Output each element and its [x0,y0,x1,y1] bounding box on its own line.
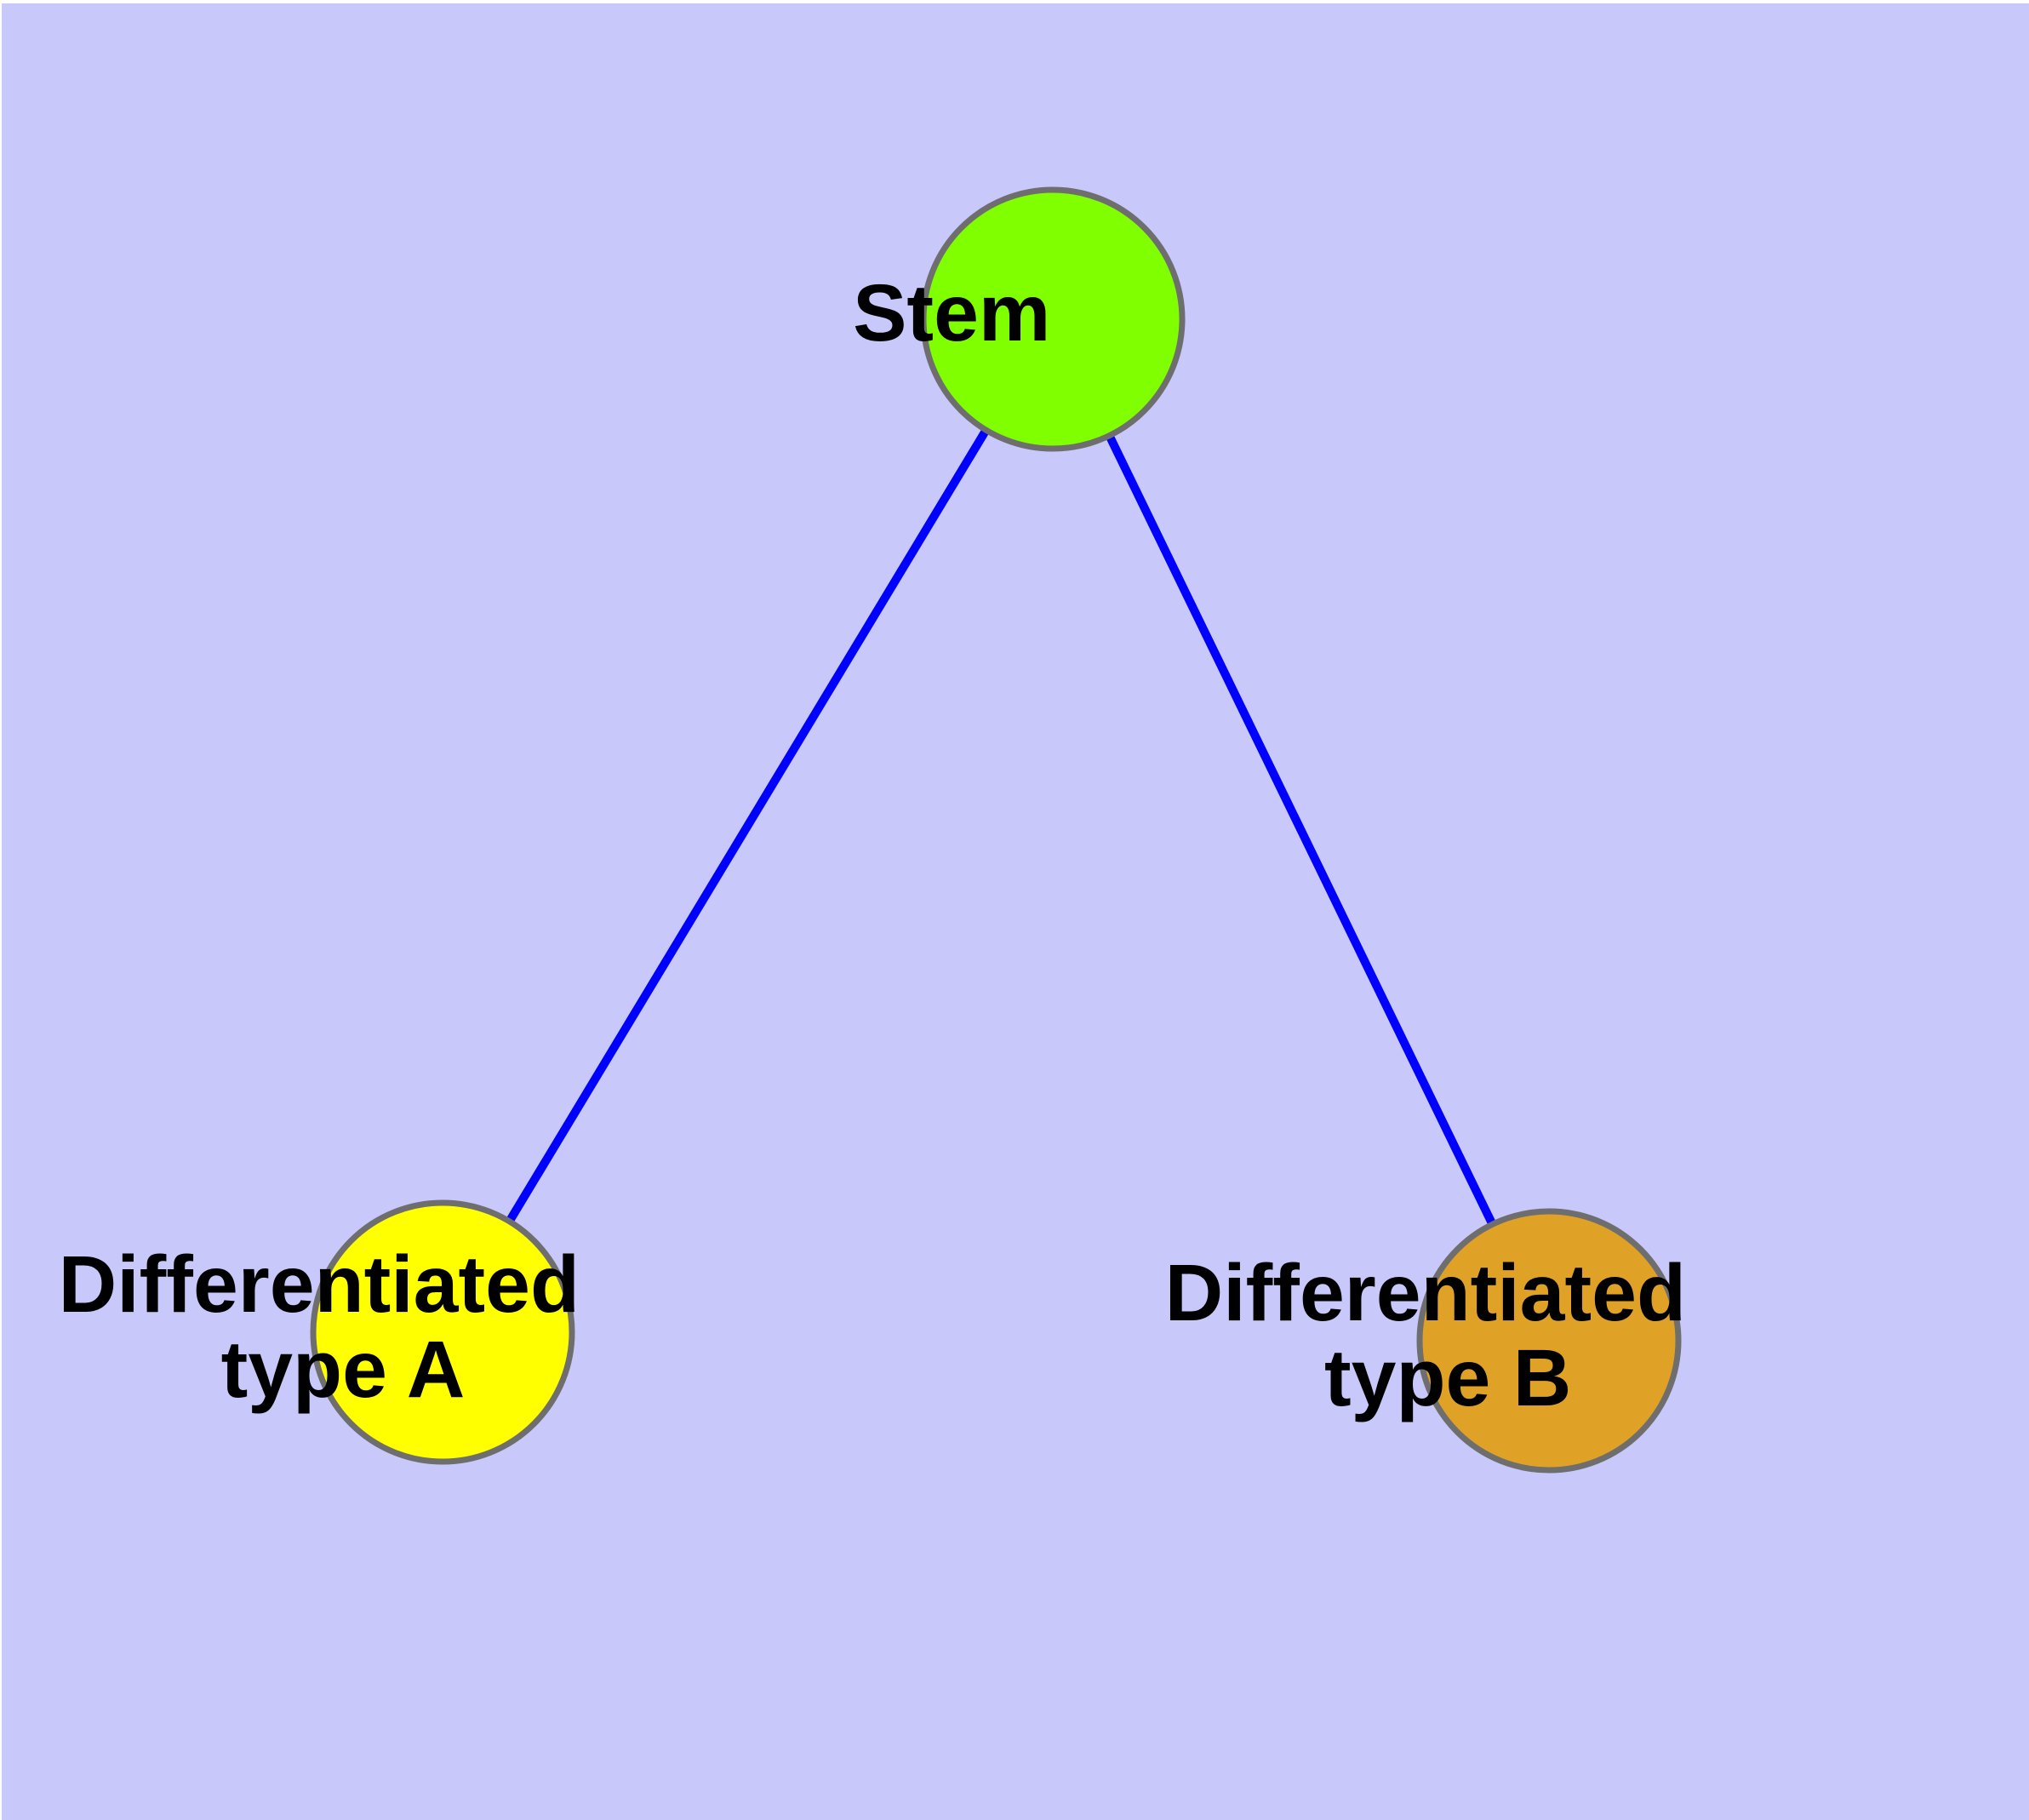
edges-layer [438,317,1553,1343]
node-stem-circle[interactable] [920,186,1186,452]
node-stem[interactable]: Stem [853,186,1253,452]
node-differentiated-type-b-label: Differentiated type B [1165,1248,1934,1423]
edge-stem-to-differentiated-type-a[interactable] [438,317,1057,1335]
node-stem-label: Stem [853,268,1253,358]
node-differentiated-type-b-label-line-2: type B [1324,1333,1571,1423]
node-differentiated-type-b-circle[interactable] [1416,1208,1682,1474]
node-differentiated-type-a-circle[interactable] [310,1199,575,1465]
node-differentiated-type-a-label: Differentiated type A [59,1239,827,1415]
node-differentiated-type-a-label-line-2: type A [221,1325,464,1415]
node-stem-label-line-1: Stem [853,268,1050,358]
node-differentiated-type-b-label-line-1: Differentiated [1165,1248,1686,1338]
node-differentiated-type-b[interactable]: Differentiated type B [1165,1208,1934,1474]
edge-stem-to-differentiated-type-b[interactable] [1049,317,1553,1343]
node-differentiated-type-a-label-line-1: Differentiated [59,1239,580,1330]
node-differentiated-type-a[interactable]: Differentiated type A [59,1199,827,1465]
nodes-layer: Stem Differentiated type A Differentiate… [59,186,1934,1474]
